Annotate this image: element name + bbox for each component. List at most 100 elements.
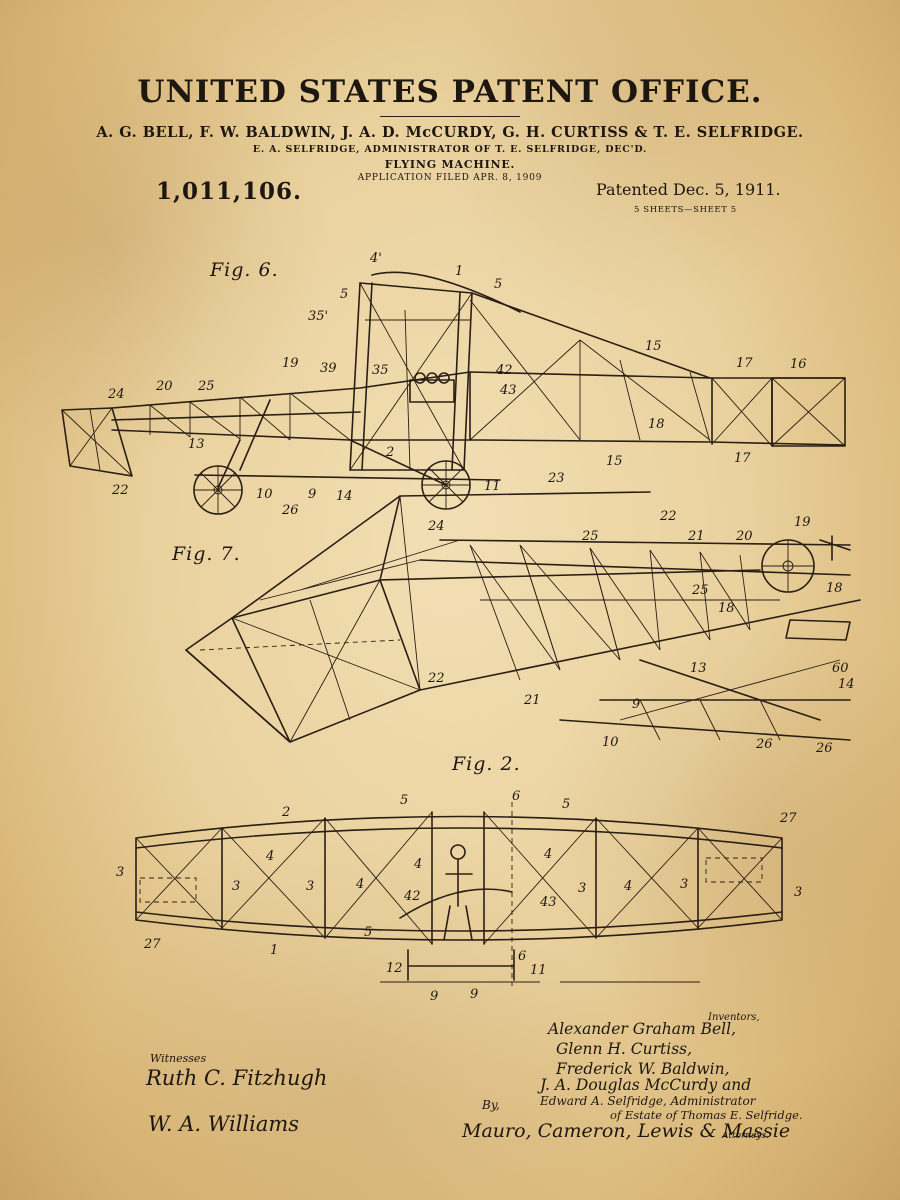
fig6-ref-18: 18 — [648, 417, 665, 432]
fig6-ref-42: 42 — [495, 363, 513, 378]
fig2-ref-4b: 4 — [413, 857, 422, 872]
fig7-ref-23: 23 — [547, 471, 565, 486]
patented-date: Patented Dec. 5, 1911. — [596, 180, 781, 199]
fig7-ref-26b: 26 — [815, 741, 833, 756]
fig6-ref-4p: 4' — [369, 251, 382, 266]
fig6-ref-10: 10 — [256, 487, 273, 502]
fig7-ref-20: 20 — [735, 529, 753, 544]
fig6-ref-17b: 17 — [734, 451, 751, 466]
fig6-ref-17a: 17 — [736, 356, 753, 371]
fig6-label: Fig. 6. — [209, 259, 279, 281]
fig2-ref-3a: 3 — [116, 865, 124, 880]
inventors-label: Inventors, — [708, 1012, 760, 1023]
fig7-ref-25a: 25 — [581, 529, 599, 544]
figure-7-drawing: Fig. 7. 23 24 22 25 21 20 19 25 18 — [171, 471, 861, 756]
fig2-ref-4d: 4 — [355, 877, 364, 892]
fig6-ref-39: 39 — [320, 361, 337, 376]
fig2-ref-1: 1 — [270, 943, 278, 958]
fig7-ref-14: 14 — [838, 677, 855, 692]
fig2-ref-3b: 3 — [232, 879, 240, 894]
fig6-ref-1: 1 — [455, 264, 463, 279]
fig2-ref-4c: 4 — [543, 847, 552, 862]
witnesses-label: Witnesses — [150, 1052, 207, 1065]
fig6-ref-16: 16 — [790, 357, 807, 372]
fig7-ref-9: 9 — [632, 697, 640, 712]
fig6-ref-15a: 15 — [645, 339, 662, 354]
fig2-ref-5b: 5 — [562, 797, 570, 812]
fig7-ref-26a: 26 — [755, 737, 773, 752]
fig2-label: Fig. 2. — [451, 753, 521, 775]
sheet-count: 5 SHEETS—SHEET 5 — [634, 205, 737, 215]
fig2-ref-27b: 27 — [143, 937, 161, 952]
witness-signature-2: W. A. Williams — [148, 1112, 300, 1136]
fig2-ref-11: 11 — [530, 963, 547, 978]
inventor-signature-3: Frederick W. Baldwin, — [556, 1060, 730, 1078]
administrator-line: E. A. SELFRIDGE, ADMINISTRATOR OF T. E. … — [252, 144, 648, 155]
by-label: By, — [482, 1098, 500, 1112]
fig6-ref-20: 20 — [155, 379, 173, 394]
fig2-ref-9a: 9 — [430, 989, 438, 1004]
fig6-ref-35: 35 — [372, 363, 389, 378]
inventor-signature-5: Edward A. Selfridge, Administrator — [540, 1094, 756, 1108]
fig7-ref-13: 13 — [690, 661, 707, 676]
title-rule — [380, 116, 520, 117]
inventor-signature-1: Alexander Graham Bell, — [548, 1020, 737, 1038]
fig6-ref-26: 26 — [281, 503, 299, 518]
invention-subject: FLYING MACHINE. — [384, 158, 516, 171]
fig2-ref-3d: 3 — [578, 881, 586, 896]
fig2-ref-3e: 3 — [680, 877, 688, 892]
inventor-signature-4: J. A. Douglas McCurdy and — [540, 1076, 752, 1094]
fig7-ref-24: 24 — [427, 519, 445, 534]
patent-number: 1,011,106. — [156, 178, 303, 205]
fig7-ref-18a: 18 — [826, 581, 843, 596]
patent-office-title: UNITED STATES PATENT OFFICE. — [137, 74, 763, 110]
fig6-ref-24: 24 — [107, 387, 125, 402]
witness-signature-1: Ruth C. Fitzhugh — [146, 1066, 328, 1090]
fig6-ref-14: 14 — [336, 489, 353, 504]
fig2-ref-5c: 5 — [364, 925, 372, 940]
fig7-ref-21a: 21 — [687, 529, 705, 544]
fig2-ref-27a: 27 — [779, 811, 797, 826]
fig6-ref-25: 25 — [197, 379, 215, 394]
fig2-ref-6a: 6 — [512, 789, 520, 804]
fig2-ref-12: 12 — [386, 961, 403, 976]
fig6-ref-22: 22 — [111, 483, 129, 498]
fig2-ref-9b: 9 — [470, 987, 478, 1002]
fig6-ref-2: 2 — [385, 445, 394, 460]
figure-2-drawing: Fig. 2. 6 2 5 5 27 3 4 4 4 3 3 4 42 43 3 — [116, 753, 802, 1004]
fig2-ref-43: 43 — [539, 895, 557, 910]
fig7-label: Fig. 7. — [171, 543, 241, 565]
fig6-ref-15b: 15 — [606, 454, 623, 469]
fig7-ref-22a: 22 — [659, 509, 677, 524]
inventor-signature-6: of Estate of Thomas E. Selfridge. — [610, 1108, 803, 1122]
fig6-ref-5a: 5 — [340, 287, 348, 302]
fig7-ref-25b: 25 — [691, 583, 709, 598]
application-filed: APPLICATION FILED APR. 8, 1909 — [357, 173, 543, 183]
attorneys-signature: Mauro, Cameron, Lewis & Massie — [462, 1120, 791, 1142]
attorneys-label: Attorneys. — [722, 1131, 769, 1141]
fig2-ref-4a: 4 — [265, 849, 274, 864]
fig7-ref-60: 60 — [832, 661, 849, 676]
fig6-ref-11: 11 — [484, 479, 501, 494]
fig7-ref-21b: 21 — [523, 693, 541, 708]
fig6-ref-5b: 5 — [494, 277, 502, 292]
fig7-ref-22b: 22 — [427, 671, 445, 686]
fig2-ref-6b: 6 — [518, 949, 526, 964]
fig6-ref-43: 43 — [499, 383, 517, 398]
fig2-ref-3c: 3 — [306, 879, 314, 894]
fig6-ref-19: 19 — [282, 356, 299, 371]
fig2-ref-5a: 5 — [400, 793, 408, 808]
fig2-ref-42: 42 — [403, 889, 421, 904]
inventors-line: A. G. BELL, F. W. BALDWIN, J. A. D. McCU… — [96, 124, 804, 141]
inventor-signature-2: Glenn H. Curtiss, — [556, 1040, 693, 1058]
fig2-ref-4e: 4 — [623, 879, 632, 894]
fig2-ref-2: 2 — [281, 805, 290, 820]
fig2-ref-3f: 3 — [794, 885, 802, 900]
fig7-ref-19: 19 — [794, 515, 811, 530]
fig6-ref-13: 13 — [188, 437, 205, 452]
fig7-ref-10: 10 — [602, 735, 619, 750]
figure-6-drawing: Fig. 6. 4' 1 5 5 — [61, 251, 846, 518]
fig7-ref-18b: 18 — [718, 601, 735, 616]
fig6-ref-9: 9 — [308, 487, 316, 502]
